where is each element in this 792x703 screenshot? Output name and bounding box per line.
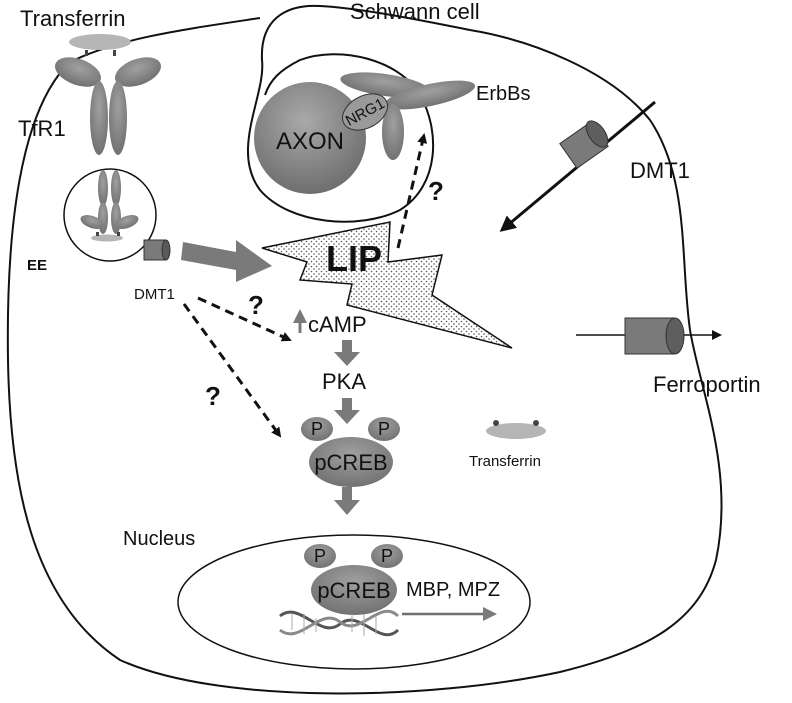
lip-to-erbbs-arrow xyxy=(396,133,428,249)
nucleus-label: Nucleus xyxy=(123,528,195,550)
mbp-mpz-label: MBP, MPZ xyxy=(406,579,500,601)
camp-label: cAMP xyxy=(308,312,367,337)
phospho-left xyxy=(301,417,333,441)
ee-label: EE xyxy=(27,257,47,274)
erbbs-label: ErbBs xyxy=(476,83,530,105)
question-erbbs: ? xyxy=(428,176,444,206)
transferrin-dot-left xyxy=(85,50,88,56)
tfr1-receptor xyxy=(55,57,161,155)
nucleus-phospho-right xyxy=(371,544,403,568)
dmt1-membrane-label: DMT1 xyxy=(630,158,690,183)
pka-to-pcreb-arrow xyxy=(334,398,360,424)
schwann-cell-membrane xyxy=(6,17,723,695)
dmt1-to-camp-arrow xyxy=(197,296,292,342)
lip-label: LIP xyxy=(326,238,382,279)
transferrin-molecule-top xyxy=(69,34,131,50)
iron-release-arrow xyxy=(181,240,272,282)
phospho-right-label: P xyxy=(378,419,390,439)
pcreb-cytoplasm xyxy=(301,417,400,487)
dmt1-endosome-channel xyxy=(143,239,171,261)
pcreb-body xyxy=(309,437,393,487)
question-pcreb: ? xyxy=(205,381,221,411)
transferrin-inner-dot-right xyxy=(533,420,539,426)
camp-to-pka-arrow xyxy=(334,340,360,366)
endosome-dot-right xyxy=(117,232,120,236)
dna-helix xyxy=(279,609,400,637)
phospho-right xyxy=(368,417,400,441)
pcreb-nucleus xyxy=(304,544,403,615)
schwann-cell-label: Schwann cell xyxy=(350,0,480,24)
transferrin-molecule-inner xyxy=(486,423,546,439)
dmt1-membrane-channel xyxy=(559,120,609,169)
transferrin-inner-label: Transferrin xyxy=(469,453,541,470)
erbbs-receptor xyxy=(340,72,476,160)
transferrin-top-label: Transferrin xyxy=(20,6,126,31)
transferrin-inner-dot-left xyxy=(493,420,499,426)
tfr1-label: TfR1 xyxy=(18,116,66,141)
endosome-dot-left xyxy=(96,232,99,236)
transferrin-dot-right xyxy=(113,50,116,56)
dmt1-endosome-label: DMT1 xyxy=(134,286,175,303)
schwann-cell-inner-wrap xyxy=(246,4,471,223)
dmt1-to-pcreb-arrow xyxy=(182,303,282,438)
nucleus-phospho-right-label: P xyxy=(381,546,393,566)
pcreb-to-nucleus-arrow xyxy=(334,487,360,515)
pka-label: PKA xyxy=(322,369,366,394)
nucleus-phospho-left xyxy=(304,544,336,568)
ferroportin-channel xyxy=(624,317,685,355)
nucleus xyxy=(177,534,531,670)
pcreb-label: pCREB xyxy=(314,450,387,475)
nucleus-phospho-left-label: P xyxy=(314,546,326,566)
phospho-left-label: P xyxy=(311,419,323,439)
axon-label: AXON xyxy=(276,128,344,155)
early-endosome xyxy=(63,168,157,262)
tfr1-internalized xyxy=(80,170,139,234)
ferroportin-label: Ferroportin xyxy=(653,372,761,397)
lip-labile-iron-pool xyxy=(261,221,513,349)
axon xyxy=(254,82,366,194)
nucleus-pcreb-label: pCREB xyxy=(317,578,390,603)
nucleus-pcreb-body xyxy=(311,565,397,615)
question-camp: ? xyxy=(248,290,264,320)
transferrin-in-endosome xyxy=(91,234,123,242)
